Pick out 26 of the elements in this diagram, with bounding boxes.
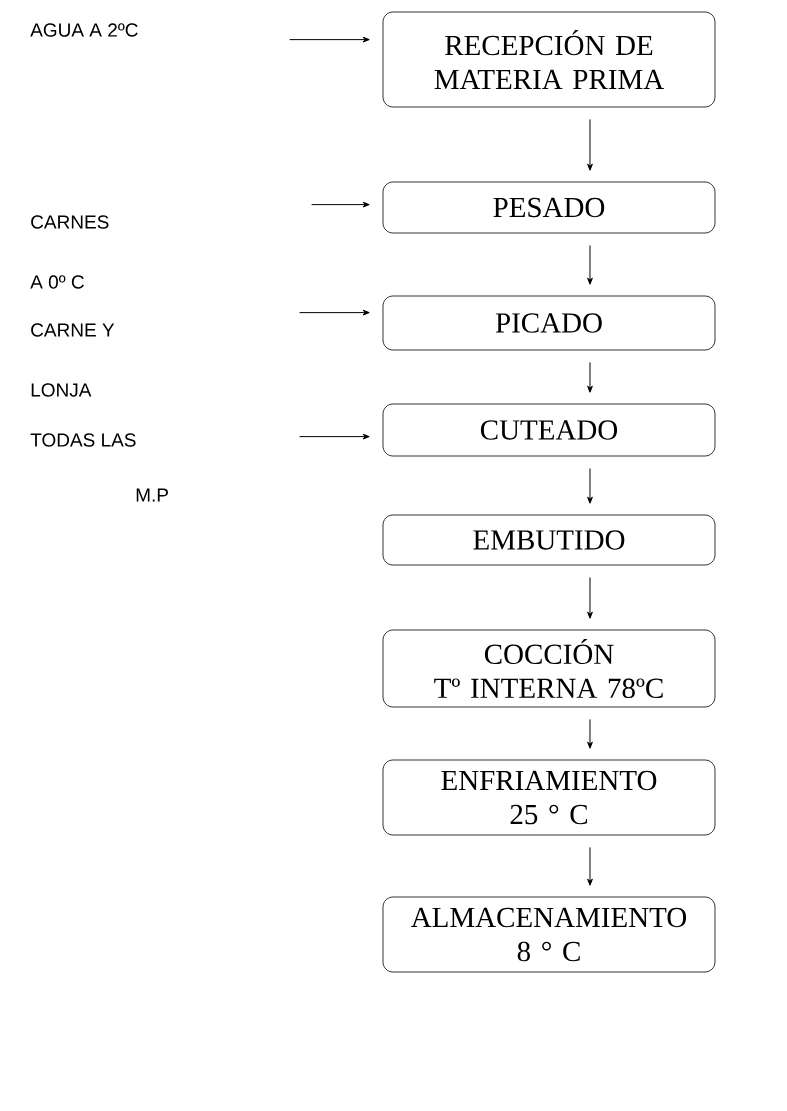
process-box: PICADO (382, 295, 716, 351)
arrow (587, 361, 593, 393)
input-label: M.P (136, 488, 168, 502)
input-label: LONJA (31, 383, 92, 397)
arrow (299, 433, 370, 440)
process-box: ENFRIAMIENTO 25 ° C (382, 759, 716, 836)
input-label: CARNE Y (31, 323, 115, 337)
arrow (299, 309, 370, 316)
process-box: ALMACENAMIENTO 8 ° C (382, 896, 716, 973)
arrow (587, 244, 593, 285)
process-box: PESADO (382, 181, 716, 234)
arrow (587, 118, 593, 171)
arrow (587, 846, 593, 886)
input-label: AGUA A 2ºC (30, 23, 138, 37)
process-box: COCCIÓN Tº INTERNA 78ºC (382, 629, 716, 708)
process-box: EMBUTIDO (382, 514, 716, 566)
input-label: TODAS LAS (30, 433, 136, 447)
arrow (587, 576, 593, 619)
arrow (289, 36, 370, 43)
input-label: A 0º C (30, 275, 84, 289)
arrow (587, 718, 593, 749)
process-box: CUTEADO (382, 403, 716, 457)
arrow (311, 201, 370, 208)
process-box: RECEPCIÓN DE MATERIA PRIMA (382, 11, 716, 108)
arrow (587, 467, 593, 504)
input-label: CARNES (31, 215, 109, 229)
